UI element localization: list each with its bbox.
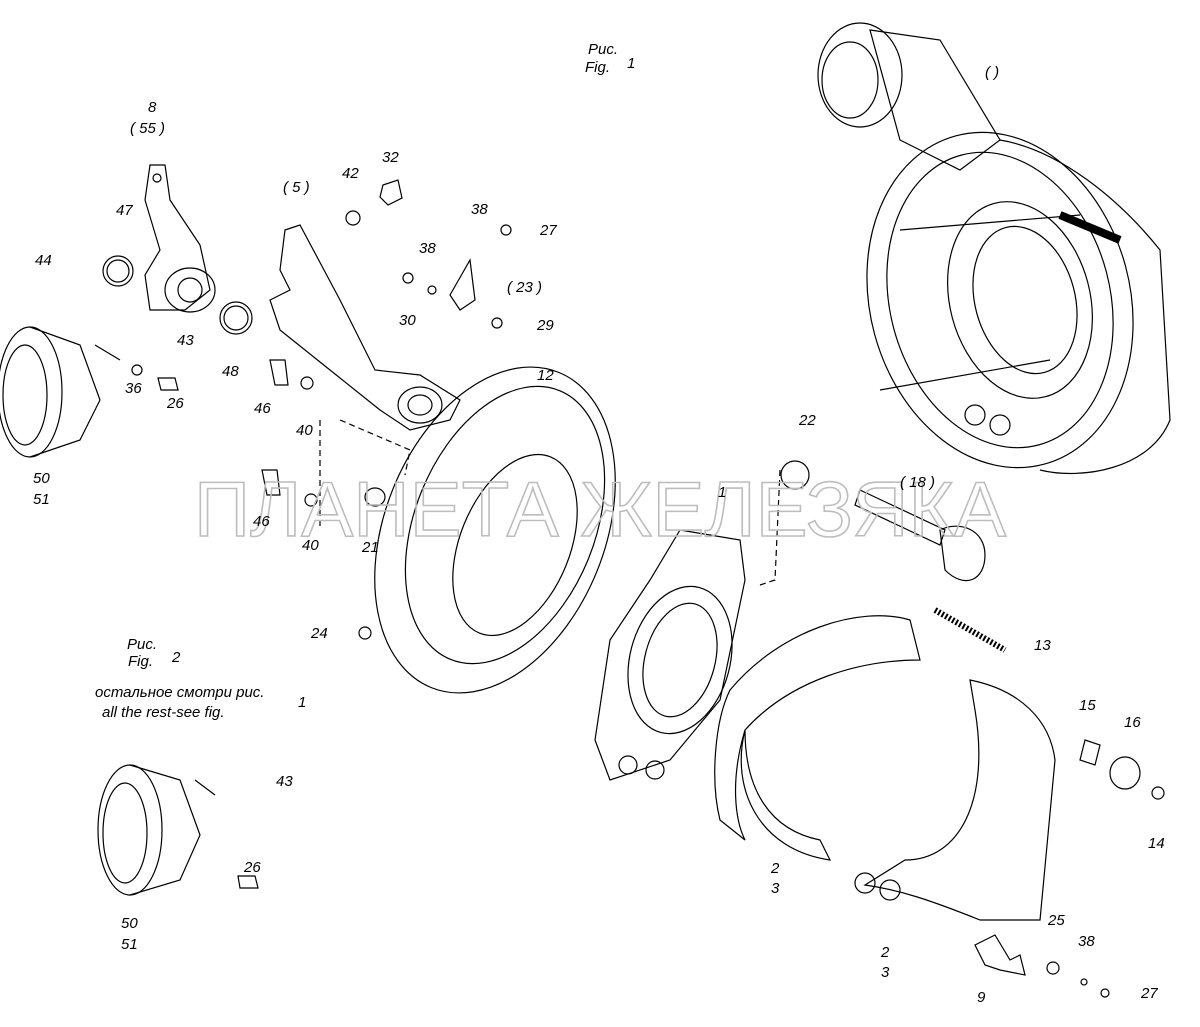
fig1-fig: Fig. xyxy=(585,59,611,76)
slack-adjuster xyxy=(102,164,253,335)
callout: 14 xyxy=(1148,835,1165,852)
callout: 50 xyxy=(33,470,50,487)
roller-parts xyxy=(974,739,1165,998)
small-fasteners xyxy=(261,179,512,640)
svg-text:ПЛАНЕТА ЖЕЛЕЗЯКА: ПЛАНЕТА ЖЕЛЕЗЯКА xyxy=(194,470,1006,550)
callout: 36 xyxy=(125,380,142,397)
backing-plate xyxy=(374,366,616,694)
callout: 32 xyxy=(382,149,399,166)
callout: 44 xyxy=(35,252,52,269)
callout: 46 xyxy=(253,513,270,530)
fig1-number: 1 xyxy=(627,55,636,72)
callout: 8 xyxy=(148,99,157,116)
callout: 48 xyxy=(222,363,239,380)
callout: ( 23 ) xyxy=(507,279,543,296)
callout: 47 xyxy=(116,202,133,219)
callout: 38 xyxy=(471,201,488,218)
brake-shoe-left xyxy=(714,615,921,861)
callout: 40 xyxy=(302,537,319,554)
washer-36 xyxy=(131,364,143,376)
callout: 15 xyxy=(1079,697,1096,714)
callout: 24 xyxy=(311,625,328,642)
callout: 51 xyxy=(33,491,50,508)
callout: 38 xyxy=(1078,933,1095,950)
brake-shoe-right xyxy=(854,679,1056,921)
callout: 43 xyxy=(276,773,293,790)
fig2-note-number: 1 xyxy=(298,694,307,711)
callout: ( ) xyxy=(985,64,1000,81)
brake-chamber-fig1 xyxy=(0,326,121,458)
fig2-fig: Fig. xyxy=(128,653,154,670)
fig2-note-ru: остальное смотри рис. xyxy=(95,684,265,701)
brake-spider xyxy=(594,529,746,781)
callout: ( 55 ) xyxy=(130,120,166,137)
callout: ( 5 ) xyxy=(283,179,310,196)
return-spring xyxy=(933,607,1007,653)
callout: 42 xyxy=(342,165,359,182)
callout: 3 xyxy=(881,964,890,981)
callout: 3 xyxy=(771,880,780,897)
pin-26 xyxy=(157,377,179,391)
callout: 27 xyxy=(1141,985,1158,1002)
fig2-note-en: all the rest-see fig. xyxy=(102,704,225,721)
watermark: ПЛАНЕТА ЖЕЛЕЗЯКА xyxy=(193,470,1007,550)
callout: 27 xyxy=(540,222,557,239)
callout: 40 xyxy=(296,422,313,439)
callout: 25 xyxy=(1048,912,1065,929)
callout: 30 xyxy=(399,312,416,329)
fig2-ris: Рис. xyxy=(127,636,158,653)
fig2-number: 2 xyxy=(172,649,181,666)
callout: 38 xyxy=(419,240,436,257)
assembled-brake-drum xyxy=(817,22,1171,475)
callout: 26 xyxy=(244,859,261,876)
callout: ( 18 ) xyxy=(900,474,936,491)
callout: 46 xyxy=(254,400,271,417)
callout: 51 xyxy=(121,936,138,953)
callout: 22 xyxy=(799,412,816,429)
brake-chamber-fig2 xyxy=(97,764,259,896)
callout: 29 xyxy=(537,317,554,334)
callout: 2 xyxy=(881,944,890,961)
callout: 21 xyxy=(362,539,379,556)
callout: 16 xyxy=(1124,714,1141,731)
chamber-bracket xyxy=(269,224,461,530)
callout: 50 xyxy=(121,915,138,932)
callout: 9 xyxy=(977,989,986,1006)
callout: 13 xyxy=(1034,637,1051,654)
callout: 12 xyxy=(537,367,554,384)
callout: 26 xyxy=(167,395,184,412)
callout: 1 xyxy=(718,484,727,501)
callout: 43 xyxy=(177,332,194,349)
fig1-ris: Рис. xyxy=(588,41,619,58)
callout: 2 xyxy=(771,860,780,877)
camshaft xyxy=(759,460,986,586)
